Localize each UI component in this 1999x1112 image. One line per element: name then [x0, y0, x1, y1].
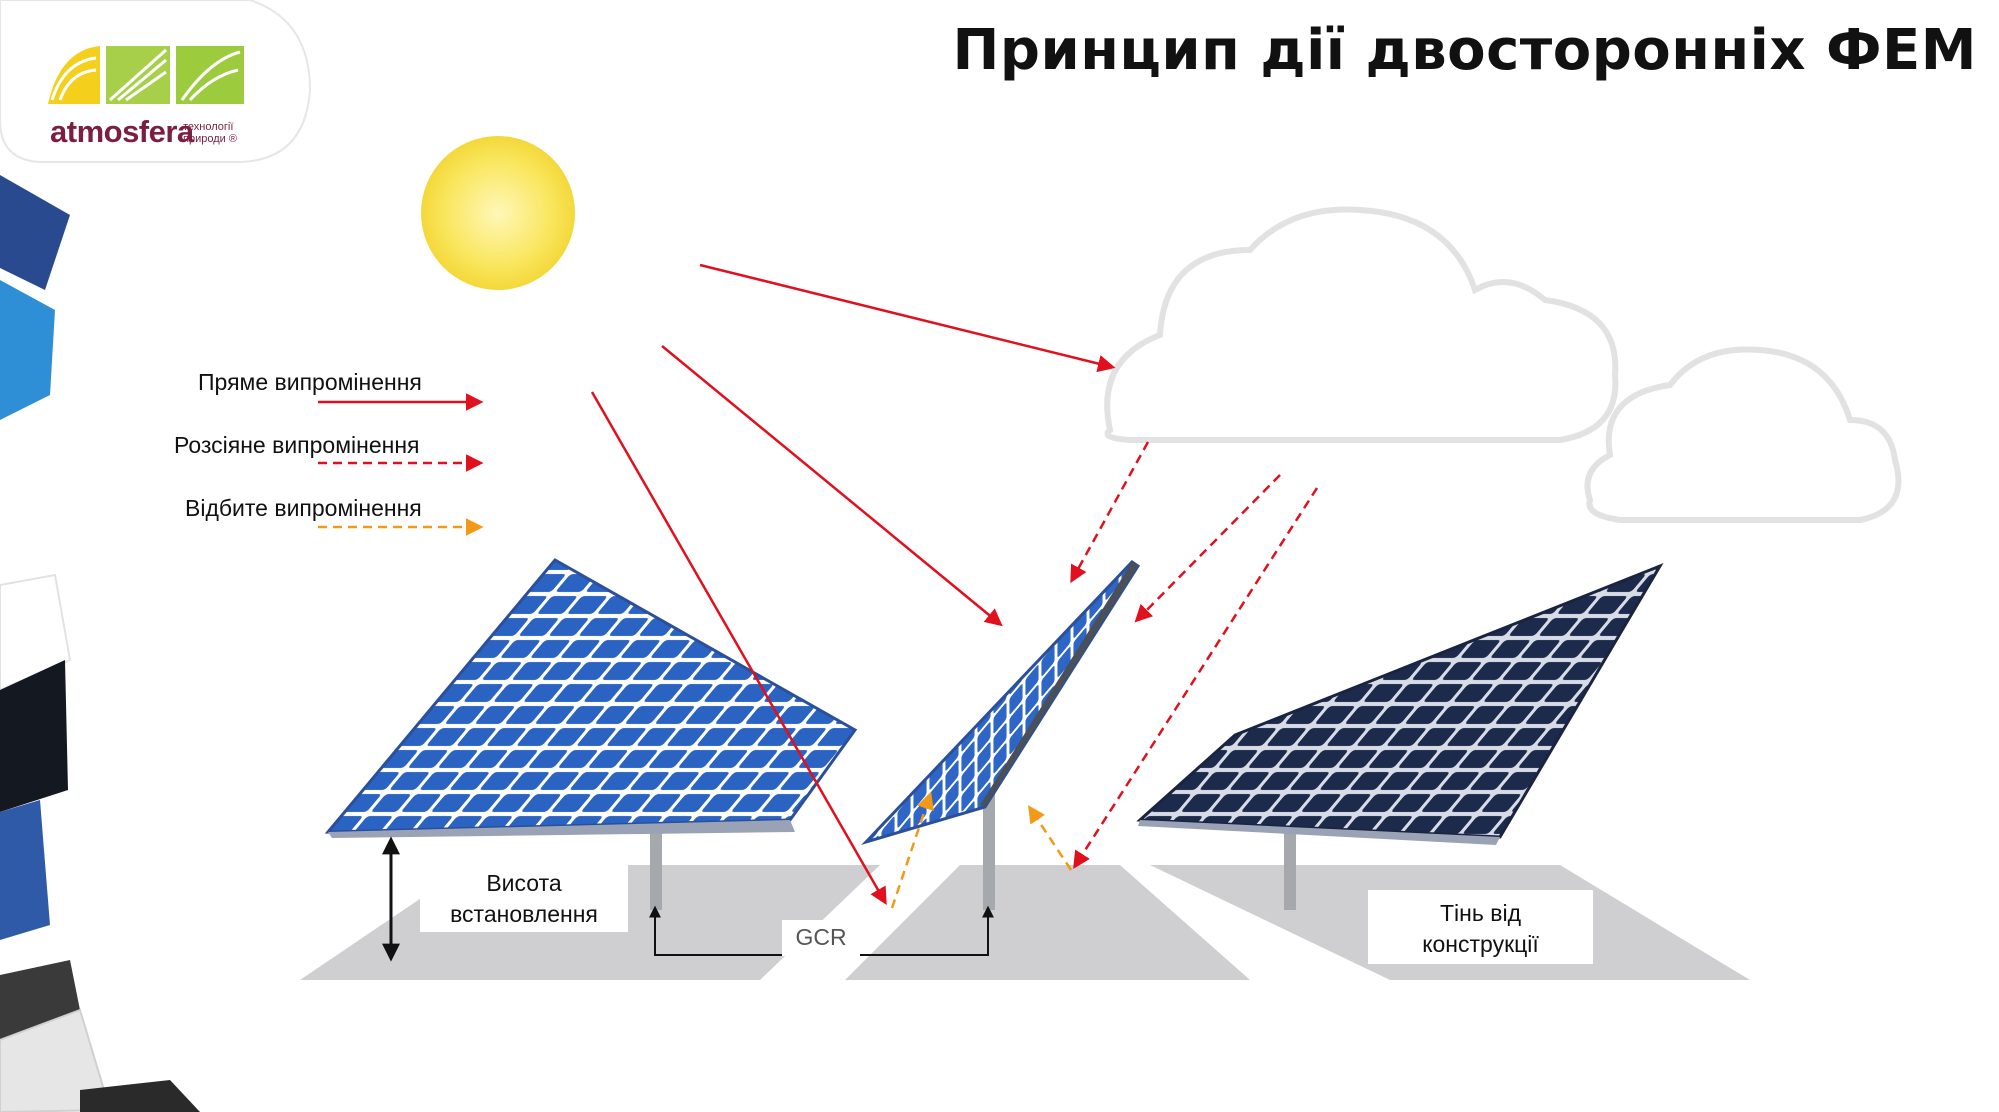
page-title: Принцип дії двосторонніх ФЕМ: [952, 18, 1977, 83]
height-label-bg: [420, 860, 628, 932]
logo-icon: [48, 46, 244, 104]
legend-lines: [318, 393, 484, 536]
solar-panel-icon: [861, 560, 1141, 910]
direct-radiation-arrows: [590, 263, 1116, 906]
legend-reflected-label: Відбите випромінення: [185, 495, 422, 521]
solar-panel-icon: [1136, 562, 1664, 910]
reflected-radiation-arrows: [890, 791, 1073, 909]
solar-panel-icon: [324, 558, 858, 910]
cloud-icon: [1104, 206, 1902, 523]
diffuse-radiation-arrows: [1070, 441, 1319, 869]
gcr-label: GCR: [795, 924, 847, 950]
installation-height-label: Висота встановлення: [450, 870, 598, 927]
legend-diffuse-label: Розсіяне випромінення: [174, 432, 420, 458]
product-collage: [0, 175, 200, 1112]
legend-direct-label: Пряме випромінення: [198, 369, 422, 395]
brand-tagline: технології природи ®: [183, 121, 237, 145]
brand-tagline-line2: природи ®: [183, 133, 237, 145]
brand-name: atmosfera: [50, 114, 194, 149]
brand-tagline-line1: технології: [183, 121, 234, 133]
shadow-label-bg: [1368, 890, 1593, 964]
structure-shadow-label: Тінь від конструкції: [1422, 900, 1539, 957]
sun-icon: [421, 136, 575, 290]
gcr-label-bg: [782, 920, 860, 956]
